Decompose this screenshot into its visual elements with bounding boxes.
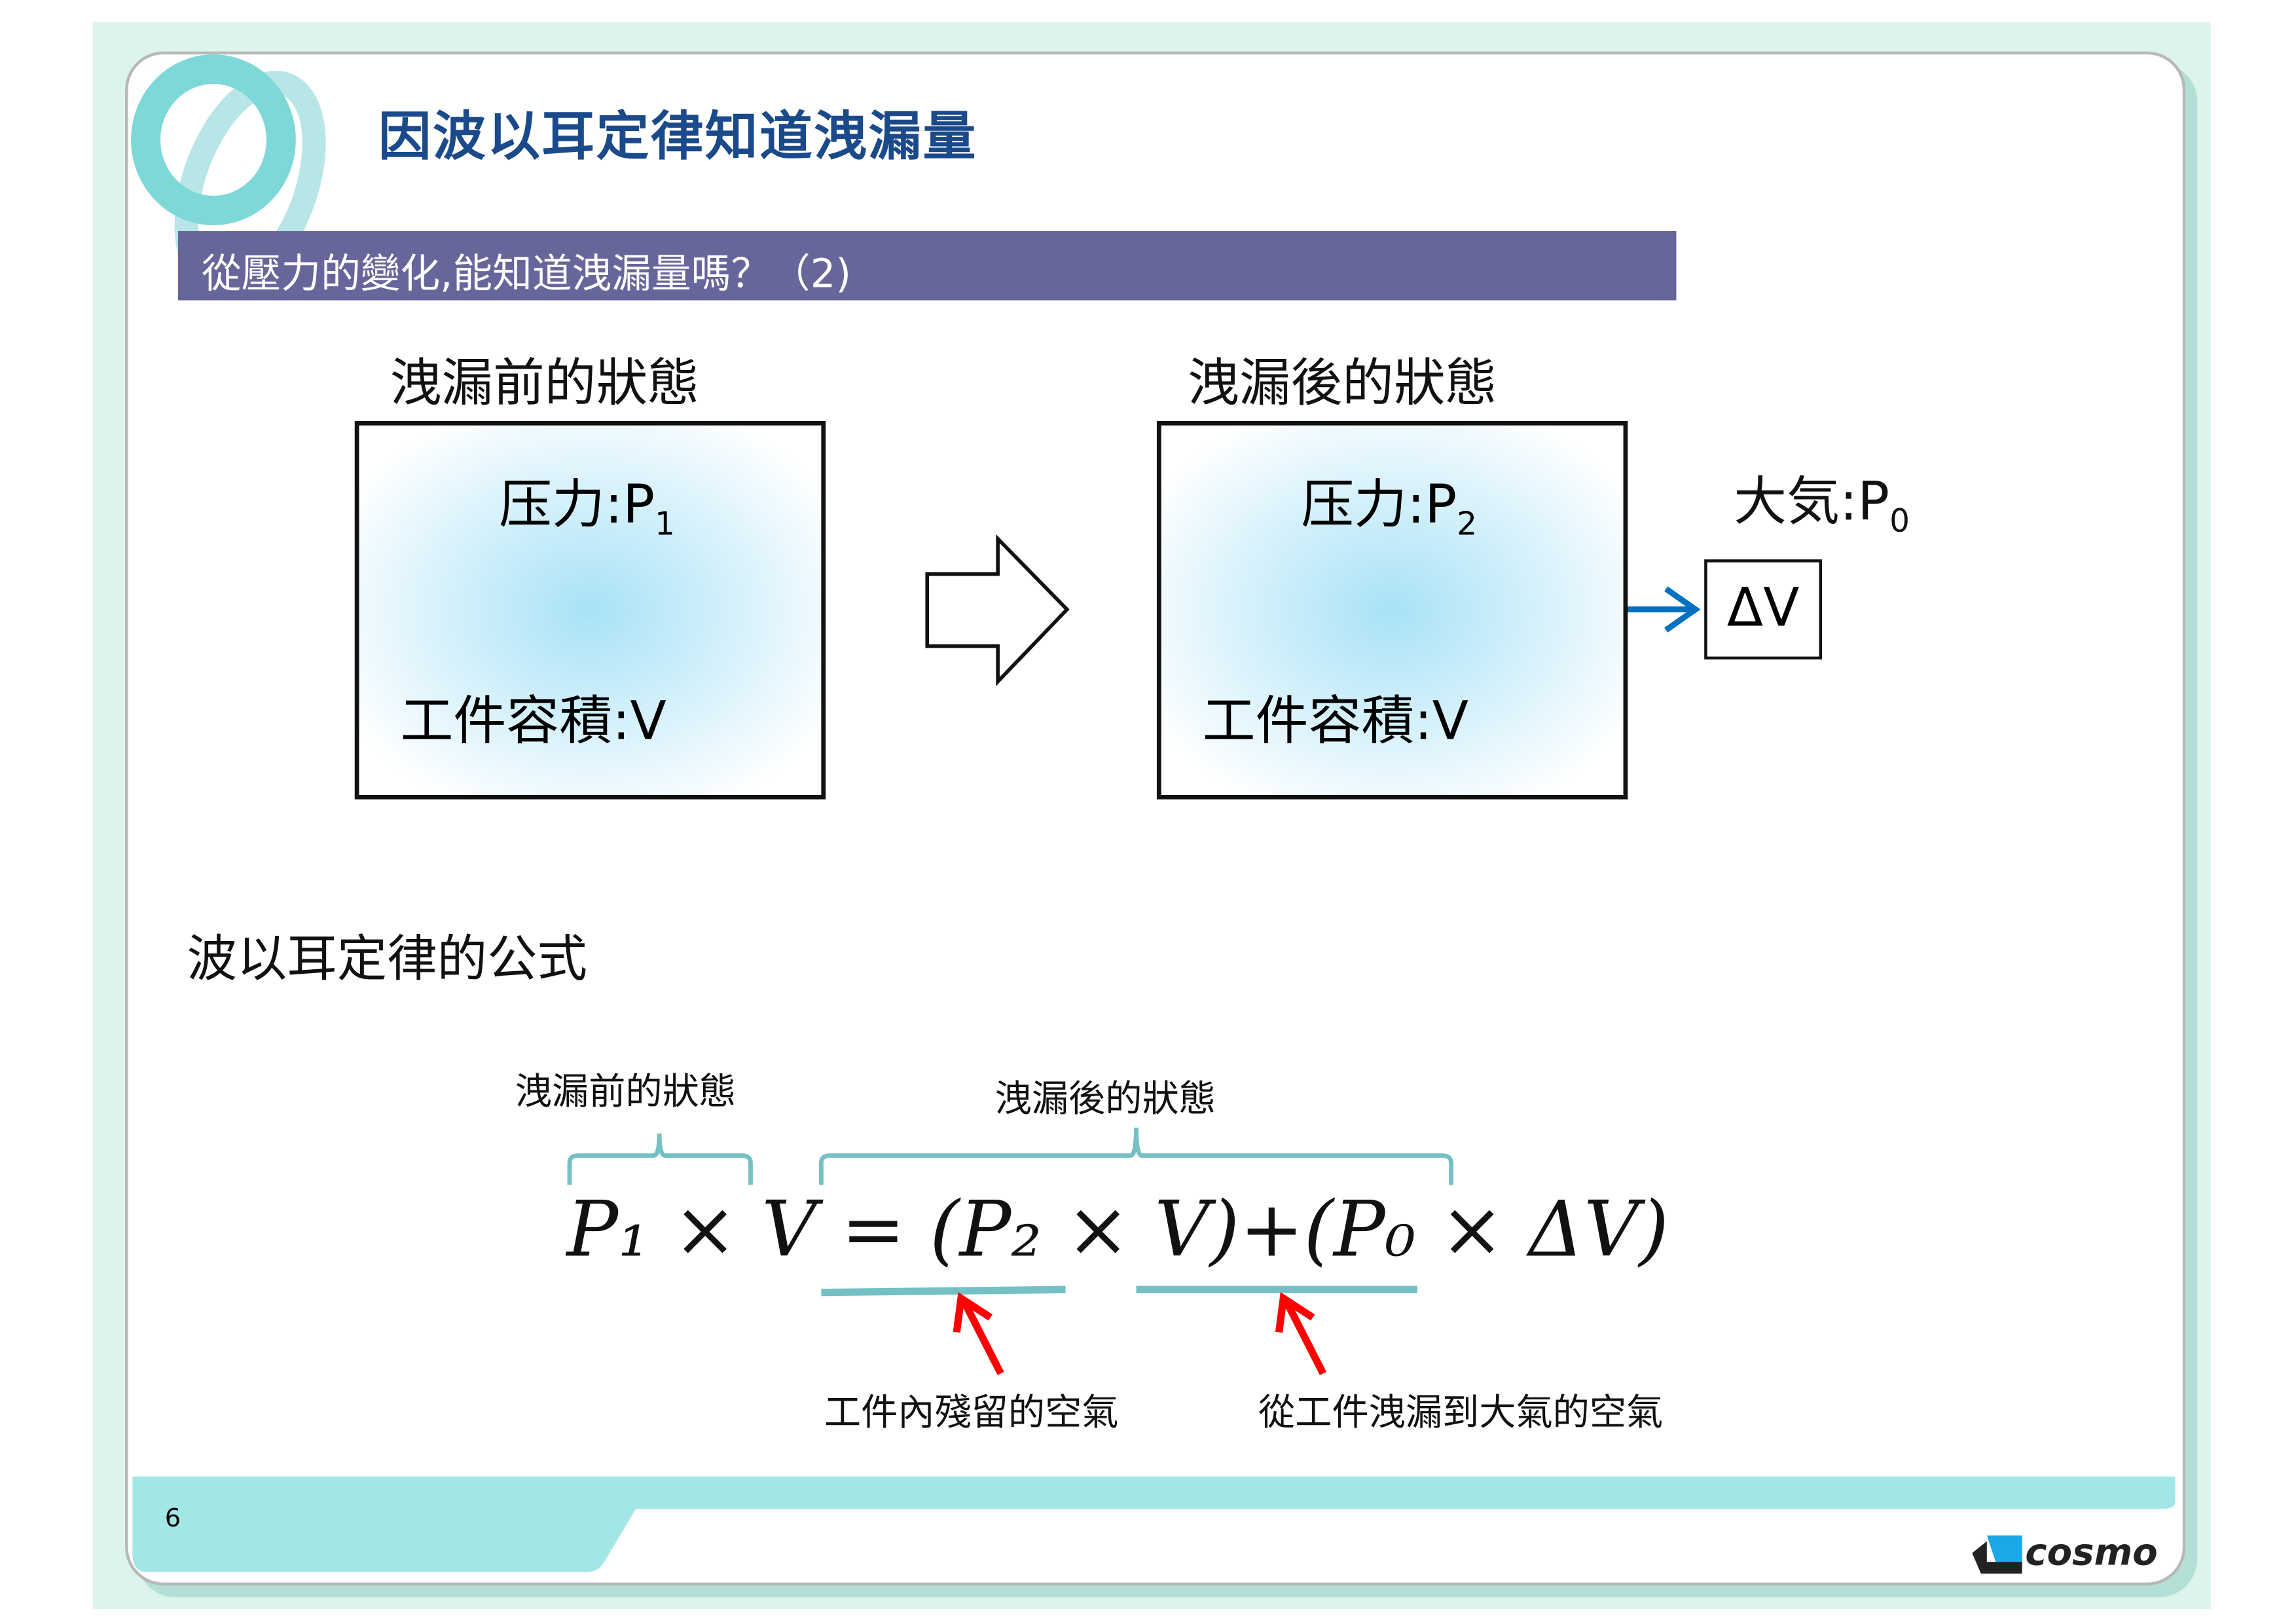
big-right-arrow-icon <box>925 534 1070 686</box>
note-leaked-air: 從工件洩漏到大氣的空氣 <box>1258 1391 1664 1434</box>
brace-before <box>567 1133 753 1185</box>
workpiece-after-box: 压力:P2 工件容積:V <box>1156 420 1628 800</box>
formula-plus: + <box>1239 1186 1304 1275</box>
formula-heading: 波以耳定律的公式 <box>187 930 587 989</box>
before-state-label: 洩漏前的狀態 <box>390 354 699 414</box>
workpiece-before-box: 压力:P1 工件容積:V <box>354 420 826 800</box>
volume-before: 工件容積:V <box>400 692 666 752</box>
pressure-p2: 压力:P2 <box>1301 475 1478 544</box>
brace-after <box>819 1127 1453 1185</box>
page-number: 6 <box>164 1504 181 1534</box>
red-arrow-icon <box>1275 1292 1326 1375</box>
formula-term2: (P₀ × ΔV) <box>1303 1186 1669 1275</box>
content-panel <box>125 51 2186 1586</box>
delta-v-box: ΔV <box>1704 559 1823 660</box>
underline-term1 <box>821 1285 1066 1297</box>
red-arrow-icon <box>953 1292 1004 1375</box>
page-title: 因波以耳定律知道洩漏量 <box>378 107 977 168</box>
cosmo-logo-text: cosmo <box>2025 1530 2158 1574</box>
cosmo-logo-mark-icon <box>1972 1535 2022 1574</box>
subtitle-bar: 從壓力的變化,能知道洩漏量嗎？（2) <box>178 231 1677 301</box>
formula-before-label: 洩漏前的狀態 <box>515 1070 737 1113</box>
volume-after: 工件容積:V <box>1202 692 1468 752</box>
after-state-label: 洩漏後的狀態 <box>1188 354 1497 414</box>
footer-band <box>132 1476 2176 1572</box>
formula-equals: = <box>841 1186 905 1275</box>
formula-term1: (P₂ × V) <box>929 1186 1240 1275</box>
note-residual-air: 工件內殘留的空氣 <box>824 1391 1119 1434</box>
cosmo-logo: cosmo <box>1969 1530 2167 1576</box>
atmosphere-label: 大気:P0 <box>1734 472 1910 541</box>
formula-after-label: 洩漏後的狀態 <box>994 1077 1216 1120</box>
pressure-p1: 压力:P1 <box>499 475 675 544</box>
subtitle: 從壓力的變化,能知道洩漏量嗎？（2) <box>201 251 852 298</box>
boyle-formula: P₁ × V = (P₂ × V)+(P₀ × ΔV) <box>566 1187 1669 1275</box>
formula-lhs: P₁ × V <box>566 1186 817 1275</box>
